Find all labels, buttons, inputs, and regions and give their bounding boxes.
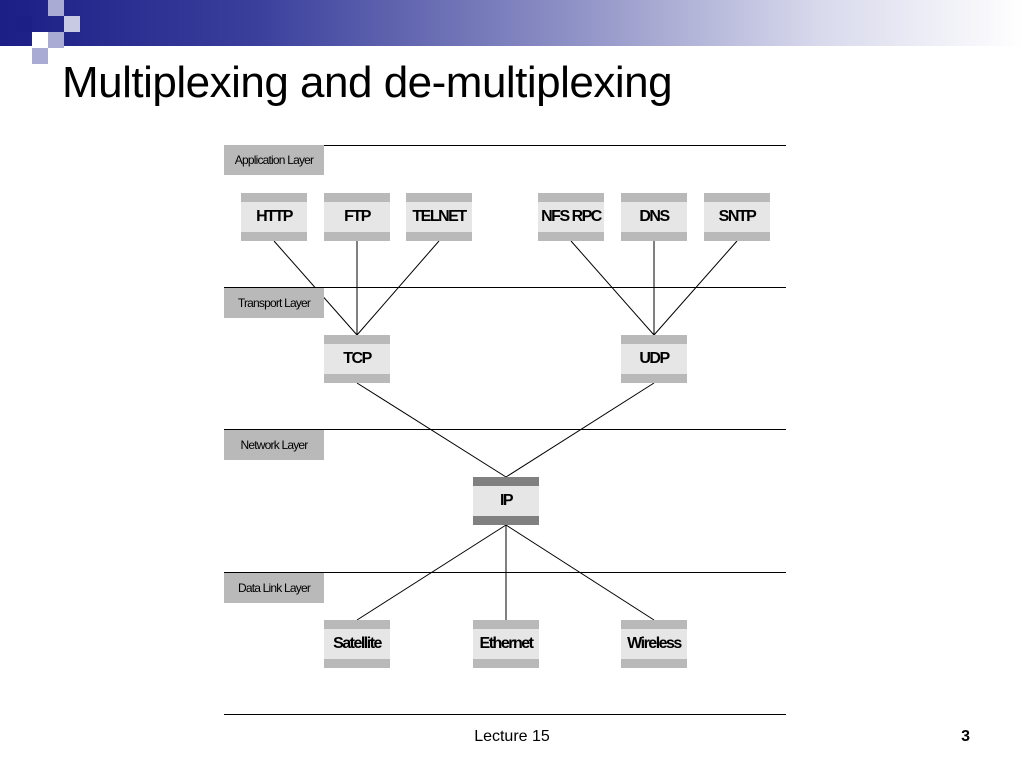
page-number: 3 (961, 728, 970, 745)
transport-layer-label: Transport Layer (224, 288, 324, 318)
corner-squares-decoration (0, 0, 80, 64)
corner-square (32, 48, 48, 64)
connector-nfs_rpc-udp (570, 240, 655, 336)
tcp-box: TCP (324, 335, 390, 383)
telnet-box: TELNET (406, 193, 472, 241)
corner-square (32, 32, 48, 48)
corner-square (16, 16, 32, 32)
satellite-box: Satellite (324, 620, 390, 668)
application-layer-label: Application Layer (224, 145, 324, 175)
satellite-label: Satellite (333, 635, 382, 652)
sntp-label: SNTP (718, 208, 757, 225)
http-label: HTTP (256, 208, 293, 225)
telnet-label: TELNET (412, 208, 467, 225)
connector-udp-ip (505, 382, 655, 478)
ftp-label: FTP (344, 208, 371, 225)
wireless-label: Wireless (627, 635, 682, 652)
footer-lecture-label: Lecture 15 (474, 728, 550, 745)
datalink-layer-line (224, 572, 786, 573)
slide-title: Multiplexing and de-multiplexing (62, 58, 673, 107)
application-layer-line (224, 145, 786, 146)
corner-square (48, 0, 64, 16)
ip-label: IP (499, 492, 514, 509)
udp-label: UDP (639, 350, 670, 367)
title-gradient-band (0, 0, 1024, 46)
connector-sntp-udp (653, 240, 738, 336)
nfs-rpc-box: NFS RPC (538, 193, 604, 241)
transport-layer-line (224, 287, 786, 288)
corner-square (48, 32, 64, 48)
ethernet-label: Ethernet (479, 635, 534, 652)
bottom-line (224, 714, 786, 715)
network-layer-label: Network Layer (224, 430, 324, 460)
http-box: HTTP (241, 193, 307, 241)
ip-box: IP (473, 477, 539, 525)
connector-tcp-ip (356, 382, 507, 478)
ftp-box: FTP (324, 193, 390, 241)
dns-label: DNS (639, 208, 670, 225)
sntp-box: SNTP (704, 193, 770, 241)
connector-telnet-tcp (356, 240, 440, 336)
udp-box: UDP (621, 335, 687, 383)
dns-box: DNS (621, 193, 687, 241)
nfs-rpc-label: NFS RPC (541, 208, 602, 225)
ethernet-box: Ethernet (473, 620, 539, 668)
wireless-box: Wireless (621, 620, 687, 668)
network-layer-line (224, 429, 786, 430)
datalink-layer-label: Data Link Layer (224, 573, 324, 603)
tcp-label: TCP (343, 350, 372, 367)
corner-square (64, 16, 80, 32)
